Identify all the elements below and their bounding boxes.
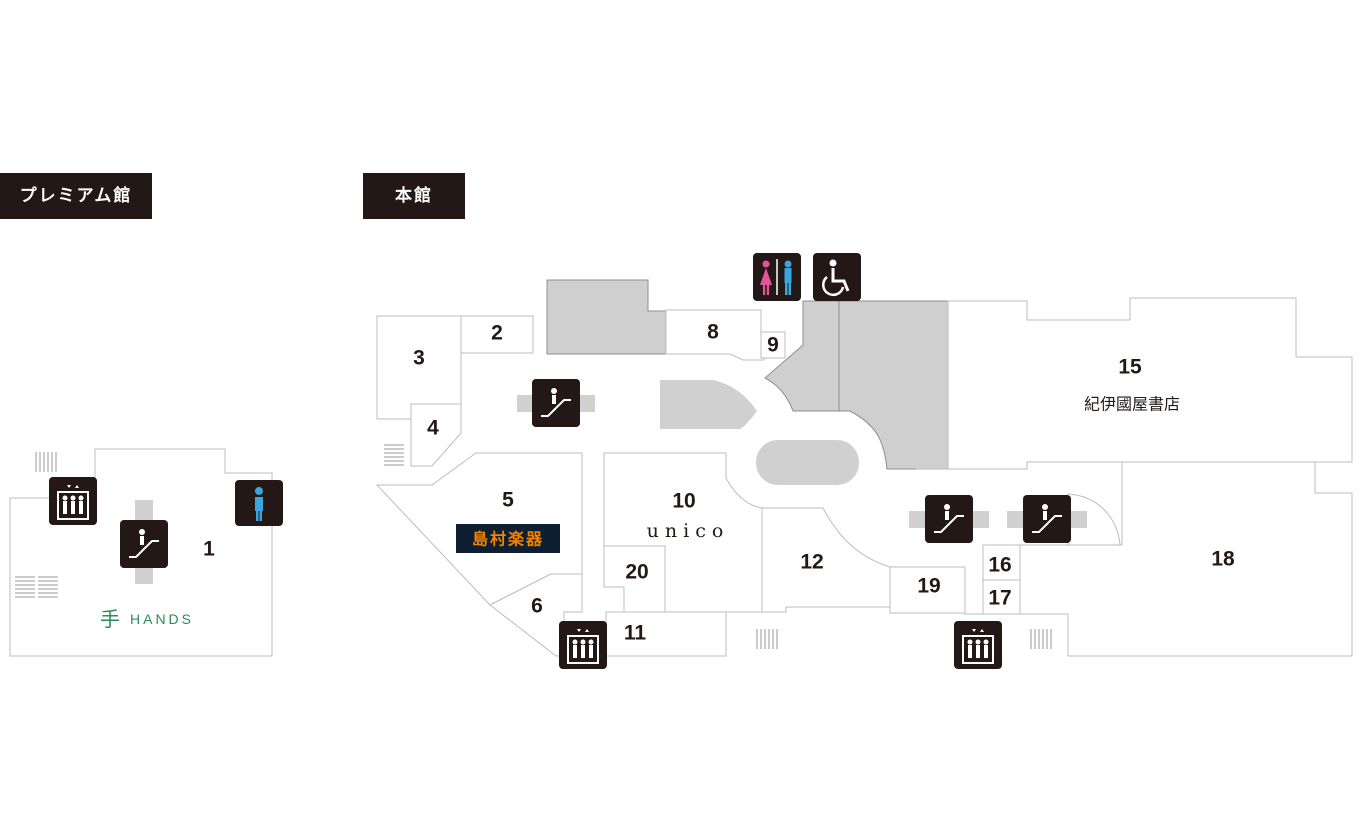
store-number-17[interactable]: 17 (988, 587, 1011, 610)
escalator-icon (119, 519, 169, 569)
escalator-icon (531, 378, 581, 428)
store-number-3[interactable]: 3 (413, 347, 425, 370)
store-number-4[interactable]: 4 (427, 417, 439, 440)
main-building (375, 279, 1353, 657)
store-number-5[interactable]: 5 (502, 489, 514, 512)
store-name-unico: unico (647, 520, 730, 542)
main-building-tag: 本館 (363, 173, 465, 219)
store-number-19[interactable]: 19 (917, 575, 940, 598)
store-number-15[interactable]: 15 (1118, 356, 1142, 379)
store-number-1[interactable]: 1 (203, 538, 215, 561)
elevator-icon (48, 476, 98, 526)
hands-logo: 手 HANDS (100, 607, 194, 631)
store-number-8[interactable]: 8 (707, 321, 719, 344)
men-restroom-icon (235, 480, 283, 526)
hands-name: HANDS (130, 611, 194, 627)
store-number-10[interactable]: 10 (672, 490, 695, 513)
store-number-2[interactable]: 2 (491, 322, 503, 345)
premium-building-tag: プレミアム館 (0, 173, 152, 219)
store-number-20[interactable]: 20 (625, 561, 648, 584)
store-number-6[interactable]: 6 (531, 595, 543, 618)
restroom-icon (753, 253, 801, 301)
elevator-icon (558, 620, 608, 670)
store-number-9[interactable]: 9 (767, 334, 779, 357)
store-name-shimamura: 島村楽器 (472, 530, 544, 549)
store-name-kinokuniya: 紀伊國屋書店 (1084, 395, 1180, 414)
elevator-icon (953, 620, 1003, 670)
escalator-icon (924, 494, 974, 544)
shimamura-logo: 島村楽器 (456, 524, 560, 553)
wheelchair-icon (813, 253, 861, 301)
store-number-16[interactable]: 16 (988, 554, 1011, 577)
hands-mark-icon: 手 (100, 607, 120, 631)
store-number-11[interactable]: 11 (624, 622, 647, 645)
store-number-18[interactable]: 18 (1211, 548, 1235, 571)
store-number-12[interactable]: 12 (800, 551, 823, 574)
escalator-icon (1022, 494, 1072, 544)
